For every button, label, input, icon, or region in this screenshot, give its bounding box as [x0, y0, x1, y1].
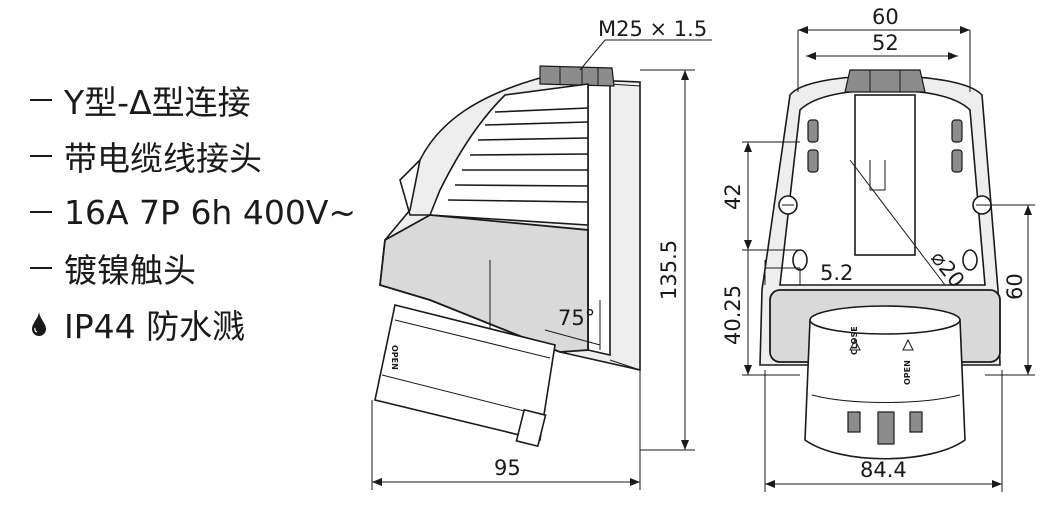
cable-gland-nut [539, 65, 615, 87]
side-view: OPEN 75° M25 × 1.5 135.5 95 [371, 17, 712, 490]
socket-face [804, 319, 966, 460]
spec-item-rating: 16A 7P 6h 400V~ [30, 184, 356, 240]
width-bottom-label: 84.4 [860, 458, 907, 482]
water-drop-icon [30, 305, 52, 344]
spec-item-cable: 带电缆线接头 [30, 128, 356, 184]
mounting-hole [792, 249, 808, 271]
front-gland-nut [844, 69, 926, 93]
width-outer-label: 60 [872, 5, 899, 29]
front-view: ⌀20 CLOSE OPEN 60 52 42 40.25 5.2 [721, 5, 1035, 492]
dash-marker [30, 211, 52, 213]
width-inner-label: 52 [872, 31, 899, 55]
lock-lever [399, 159, 430, 216]
spec-text: Y型-Δ型连接 [64, 83, 251, 122]
height-dim-label: 135.5 [657, 240, 681, 300]
dim-40-25-label: 40.25 [721, 285, 745, 345]
mounting-hole [962, 249, 978, 271]
contact-pin [877, 411, 895, 445]
dash-marker [30, 99, 52, 101]
spec-item-protection: IP44 防水溅 [30, 296, 356, 352]
spec-text: 16A 7P 6h 400V~ [64, 192, 357, 232]
housing-ribs [807, 119, 963, 173]
dash-marker [30, 267, 52, 269]
spec-item-contacts: 镀镍触头 [30, 240, 356, 296]
dash-marker [30, 155, 52, 157]
spec-item-connection: Y型-Δ型连接 [30, 72, 356, 128]
spec-text: 带电缆线接头 [64, 139, 262, 178]
side-lower-body [379, 214, 589, 353]
contact-pin [847, 411, 861, 433]
contact-pin [909, 411, 923, 433]
side-open-label: OPEN [390, 345, 399, 370]
spec-text: IP44 防水溅 [64, 307, 246, 346]
width-dim-label: 95 [494, 456, 521, 480]
spec-text: 镀镍触头 [64, 251, 196, 290]
front-open-label: OPEN [903, 360, 912, 385]
dim-60-right-label: 60 [1003, 273, 1027, 300]
thread-label: M25 × 1.5 [598, 17, 707, 41]
ribs [447, 107, 589, 203]
dim-42-label: 42 [721, 183, 745, 210]
dim-5-2-label: 5.2 [820, 261, 853, 285]
sleeve-latch [515, 408, 547, 448]
angle-label: 75° [558, 306, 595, 330]
spec-list: Y型-Δ型连接 带电缆线接头 16A 7P 6h 400V~ 镀镍触头 IP44… [30, 72, 356, 352]
